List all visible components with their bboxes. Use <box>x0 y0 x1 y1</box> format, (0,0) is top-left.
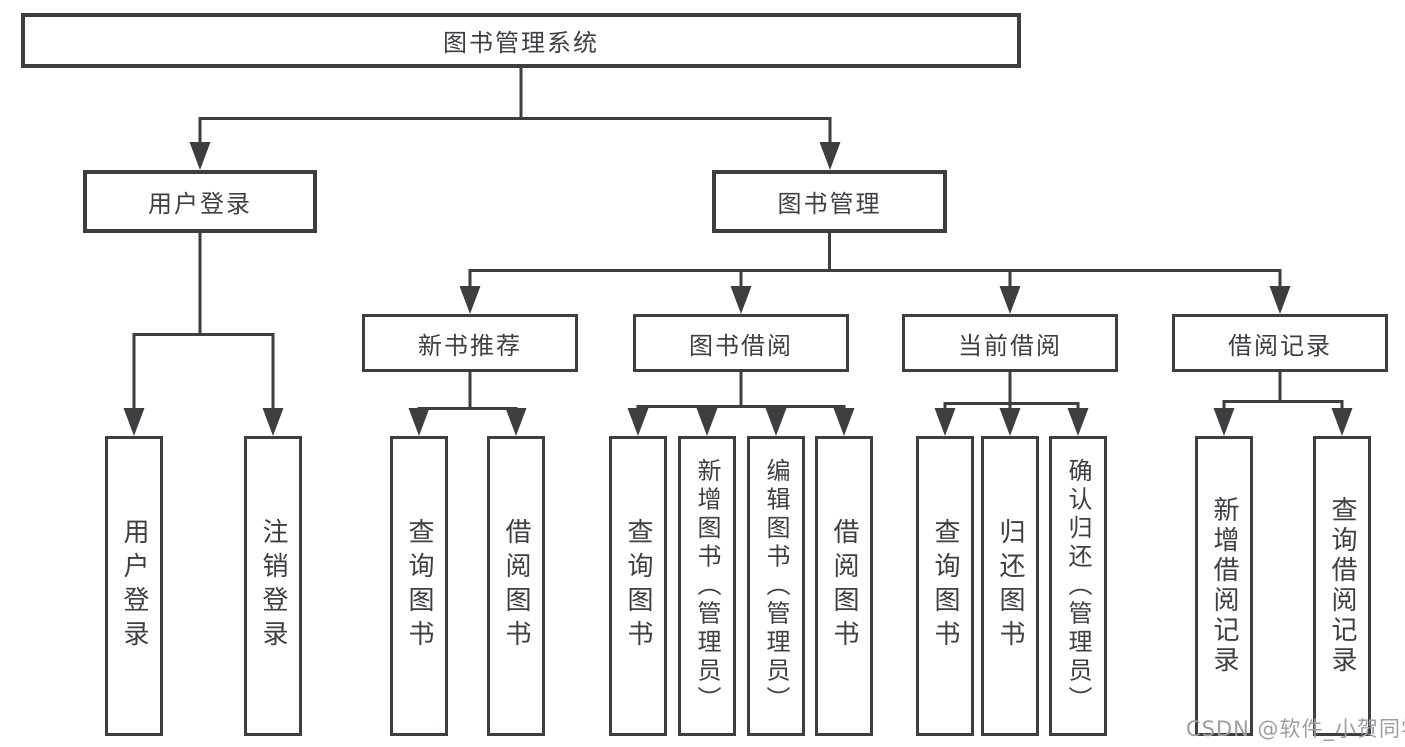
leaf-query-books: 查询图书 <box>390 436 448 736</box>
leaf-query-books: 查询图书 <box>609 436 667 736</box>
leaf-return-book-label: 归还图书 <box>995 518 1025 654</box>
node-borrow-records-label: 借阅记录 <box>1228 331 1332 360</box>
node-book-management-label: 图书管理 <box>777 190 882 218</box>
leaf-query-borrow-record: 查询借阅记录 <box>1313 436 1371 736</box>
node-borrow-records: 借阅记录 <box>1172 314 1388 372</box>
leaf-query-books-label: 查询图书 <box>623 518 653 654</box>
node-current-borrow: 当前借阅 <box>902 314 1118 372</box>
node-user-login-label: 用户登录 <box>148 190 252 218</box>
leaf-borrow-books-label: 借阅图书 <box>829 518 859 654</box>
leaf-user-login: 用户登录 <box>105 436 163 736</box>
node-book-borrow: 图书借阅 <box>633 314 849 372</box>
leaf-query-borrow-record-label: 查询借阅记录 <box>1327 496 1357 676</box>
node-book-management: 图书管理 <box>712 170 947 233</box>
leaf-logout-label: 注销登录 <box>258 518 288 654</box>
leaf-add-borrow-record: 新增借阅记录 <box>1195 436 1253 736</box>
csdn-watermark: CSDN @软件_小贺同学 <box>1186 717 1405 741</box>
leaf-query-books: 查询图书 <box>916 436 974 736</box>
leaf-edit-book-admin-label: 编辑图书（管理员） <box>762 457 790 715</box>
leaf-logout: 注销登录 <box>244 436 302 736</box>
leaf-return-book: 归还图书 <box>981 436 1039 736</box>
leaf-edit-book-admin: 编辑图书（管理员） <box>747 436 805 736</box>
node-book-borrow-label: 图书借阅 <box>689 331 793 360</box>
leaf-borrow-books-label: 借阅图书 <box>501 518 531 654</box>
node-new-book-recommend: 新书推荐 <box>362 314 578 372</box>
node-new-book-recommend-label: 新书推荐 <box>418 331 522 360</box>
node-root: 图书管理系统 <box>21 13 1021 68</box>
leaf-borrow-books: 借阅图书 <box>815 436 873 736</box>
leaf-query-books-label: 查询图书 <box>930 518 960 654</box>
node-user-login: 用户登录 <box>83 170 317 233</box>
leaf-confirm-return-admin-label: 确认归还（管理员） <box>1064 457 1092 715</box>
leaf-add-borrow-record-label: 新增借阅记录 <box>1209 496 1239 676</box>
node-root-label: 图书管理系统 <box>443 29 599 57</box>
arrowheads <box>123 142 1353 436</box>
leaf-confirm-return-admin: 确认归还（管理员） <box>1049 436 1107 736</box>
leaf-borrow-books: 借阅图书 <box>487 436 545 736</box>
leaf-query-books-label: 查询图书 <box>404 518 434 654</box>
leaf-user-login-label: 用户登录 <box>119 518 149 654</box>
node-current-borrow-label: 当前借阅 <box>958 331 1062 360</box>
leaf-add-book-admin: 新增图书（管理员） <box>678 436 736 736</box>
leaf-add-book-admin-label: 新增图书（管理员） <box>693 457 721 715</box>
